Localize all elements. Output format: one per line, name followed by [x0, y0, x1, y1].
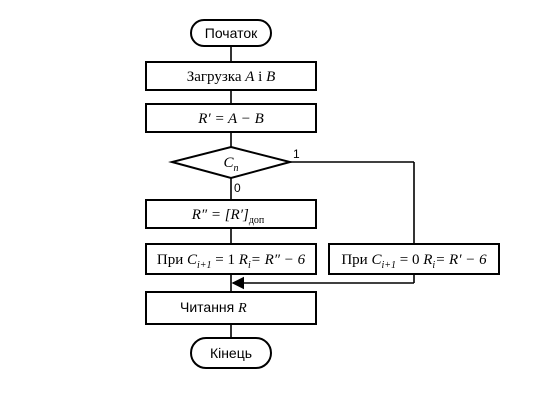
start-terminator: Початок — [190, 19, 272, 47]
end-label: Кінець — [210, 345, 252, 361]
decision-diamond: Cn 1 0 — [168, 145, 300, 195]
branch-left-text: При Ci+1 = 1 Ri= R″ − 6 — [157, 252, 306, 271]
load-process: Загрузка A і B — [145, 61, 317, 91]
branch-right-process: При Ci+1 = 0 Ri= R′ − 6 — [328, 243, 500, 275]
load-text: Загрузка A і B — [187, 69, 276, 85]
subtract-text: R′ = A − B — [197, 111, 263, 127]
start-label: Початок — [205, 25, 258, 41]
decision-yes-label: 1 — [293, 147, 300, 161]
read-text: Читання R — [180, 299, 247, 316]
branch-right-text: При Ci+1 = 0 Ri= R′ − 6 — [341, 252, 487, 271]
subtract-process: R′ = A − B — [145, 103, 317, 133]
complement-text: R″ = [R′]доп — [191, 207, 265, 226]
end-terminator: Кінець — [190, 337, 272, 369]
branch-left-process: При Ci+1 = 1 Ri= R″ − 6 — [145, 243, 317, 275]
read-process: Читання R — [145, 291, 317, 325]
connectors — [230, 46, 415, 338]
decision-no-label: 0 — [234, 181, 241, 195]
decision-text: Cn — [223, 155, 238, 174]
complement-process: R″ = [R′]доп — [145, 199, 317, 229]
